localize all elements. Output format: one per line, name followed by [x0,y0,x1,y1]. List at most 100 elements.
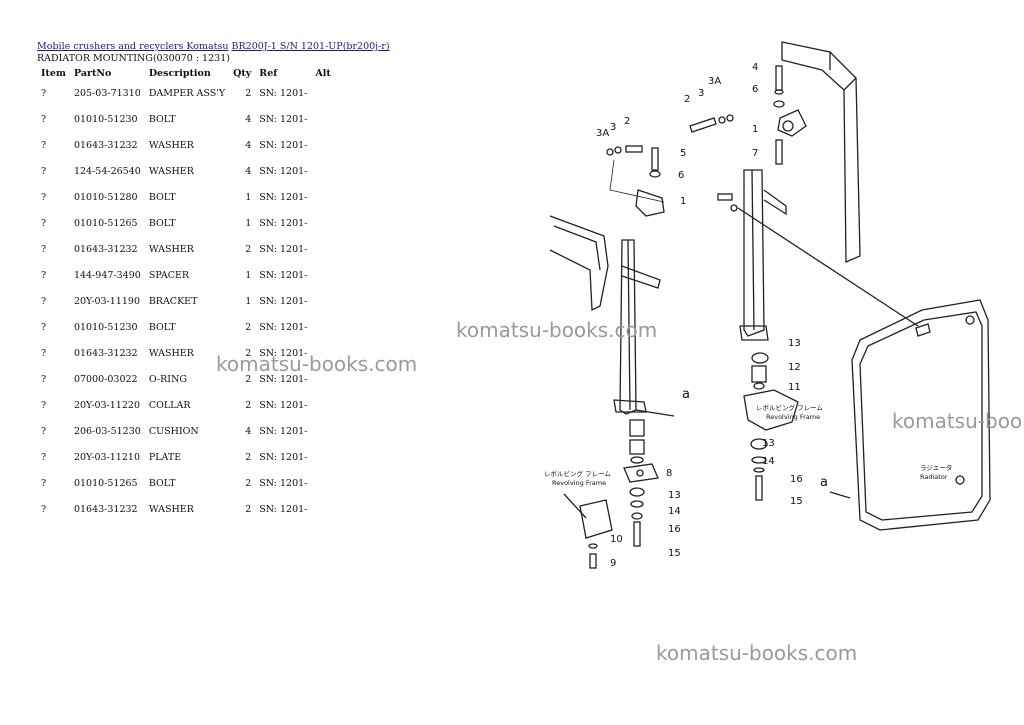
cell-item: ? [41,295,47,307]
cell-description: COLLAR [148,399,191,411]
diagram-linework [549,41,991,569]
callout-label: 7 [752,148,758,159]
callout-label: 1 [680,196,686,207]
cell-partno: 01010-51265 [73,477,138,489]
callout-label: 6 [678,170,684,181]
cell-partno: 01643-31232 [73,503,138,515]
cell-description: WASHER [148,165,194,177]
revolving-label-en-left: Revolving Frame [552,479,606,487]
callout-label: 3 [698,88,704,99]
callout-label: 10 [610,534,623,545]
cell-description: O-RING [148,373,187,385]
watermark-4: komatsu-books.com [656,641,858,665]
cell-ref: SN: 1201- [259,191,308,203]
cell-alt [311,210,339,236]
breadcrumb-link-model[interactable]: BR200J-1 S/N 1201-UP(br200j-r) [231,41,390,52]
cell-partno: 07000-03022 [73,373,138,385]
table-header-row: Item PartNo Description Qty Ref Alt [37,66,339,80]
callout-label: 4 [752,62,758,73]
cell-ref: SN: 1201- [259,321,308,333]
cell-qty: 1 [245,217,252,229]
cell-description: DAMPER ASS'Y [148,87,226,99]
callout-label: 3A [708,76,721,87]
callout-label: 15 [790,496,803,507]
cell-qty: 2 [245,503,252,515]
cell-partno: 01010-51230 [73,321,138,333]
cell-description: WASHER [148,347,194,359]
callout-label: 2 [624,116,630,127]
cell-ref: SN: 1201- [259,373,308,385]
cell-qty: 4 [245,165,252,177]
diagram-callouts: 463A32175613A321312111314161581314161510… [596,62,828,569]
callout-label: 2 [684,94,690,105]
callout-label: 15 [668,548,681,559]
cell-item: ? [41,503,47,515]
cell-ref: SN: 1201- [259,477,308,489]
callout-label: a [682,387,690,402]
cell-item: ? [41,269,47,281]
cell-alt [311,314,339,340]
callout-label: 13 [788,338,801,349]
cell-description: WASHER [148,243,194,255]
cell-alt [311,236,339,262]
cell-qty: 1 [245,269,252,281]
cell-ref: SN: 1201- [259,269,308,281]
cell-ref: SN: 1201- [259,503,308,515]
cell-partno: 144-947-3490 [73,269,141,281]
col-ref: Ref [259,67,278,79]
cell-item: ? [41,191,47,203]
cell-alt [311,184,339,210]
cell-ref: SN: 1201- [259,139,308,151]
cell-item: ? [41,451,47,463]
cell-partno: 01010-51280 [73,191,138,203]
cell-qty: 2 [245,243,252,255]
col-qty: Qty [233,67,252,79]
cell-alt [311,470,339,496]
revolving-label-jp: レボルビング フレーム [756,403,823,412]
cell-alt [311,444,339,470]
cell-partno: 206-03-51230 [73,425,141,437]
watermark-1: komatsu-books.com [456,318,658,342]
cell-item: ? [41,425,47,437]
cell-item: ? [41,87,47,99]
cell-partno: 205-03-71310 [73,87,141,99]
cell-item: ? [41,113,47,125]
cell-partno: 01643-31232 [73,347,138,359]
cell-description: BRACKET [148,295,198,307]
col-alt: Alt [315,67,331,79]
cell-ref: SN: 1201- [259,399,308,411]
cell-partno: 124-54-26540 [73,165,141,177]
breadcrumb-link-series[interactable]: Mobile crushers and recyclers Komatsu [37,41,229,52]
callout-label: 12 [788,362,801,373]
cell-alt [311,158,339,184]
cell-qty: 2 [245,451,252,463]
cell-ref: SN: 1201- [259,113,308,125]
callout-label: 13 [668,490,681,501]
callout-label: 3 [610,122,616,133]
callout-label: 13 [762,438,775,449]
cell-partno: 20Y-03-11190 [73,295,140,307]
callout-label: 6 [752,84,758,95]
cell-description: BOLT [148,113,176,125]
cell-alt [311,288,339,314]
cell-qty: 4 [245,113,252,125]
cell-alt [311,106,339,132]
callout-label: 3A [596,128,609,139]
callout-label: 1 [752,124,758,135]
cell-ref: SN: 1201- [259,451,308,463]
revolving-label-jp-left: レボルビング フレーム [544,469,611,478]
cell-qty: 2 [245,87,252,99]
cell-ref: SN: 1201- [259,347,308,359]
cell-partno: 01010-51265 [73,217,138,229]
cell-ref: SN: 1201- [259,243,308,255]
